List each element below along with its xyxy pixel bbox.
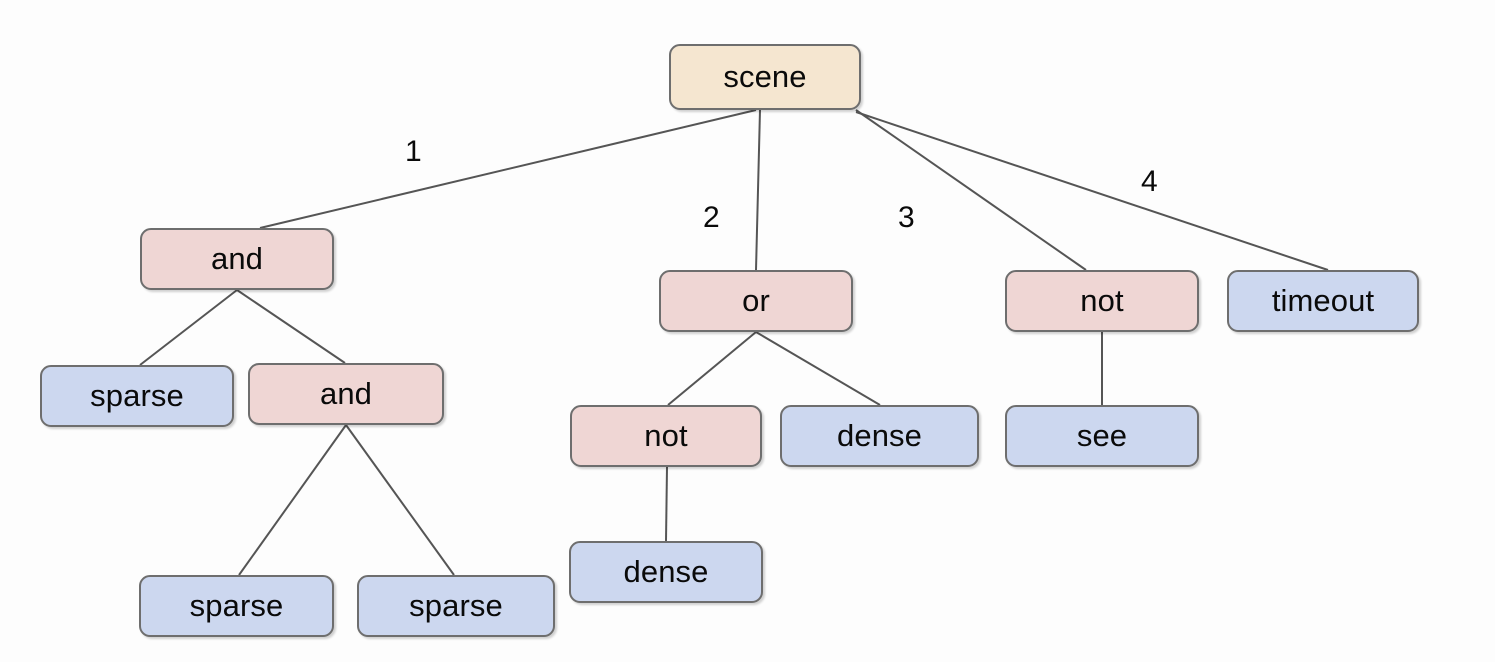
edge-label-3: 3 (898, 201, 915, 234)
edge-label-2: 2 (703, 201, 720, 234)
tree-node-see1[interactable]: see (1005, 405, 1199, 467)
tree-node-label: timeout (1271, 282, 1375, 318)
tree-edge (667, 331, 757, 406)
tree-node-label: and (210, 240, 264, 276)
tree-edge (755, 109, 761, 271)
tree-node-dense1[interactable]: dense (780, 405, 979, 467)
tree-edge (755, 331, 881, 406)
tree-edge (855, 109, 1087, 271)
tree-node-label: or (742, 282, 770, 318)
tree-node-sparse2[interactable]: sparse (139, 575, 334, 637)
tree-node-label: not (1080, 282, 1124, 318)
tree-node-label: and (319, 375, 373, 411)
tree-edge (139, 289, 238, 366)
tree-edge (665, 466, 668, 542)
edge-label-4: 4 (1141, 165, 1158, 198)
tree-node-sparse3[interactable]: sparse (357, 575, 555, 637)
tree-node-timeout1[interactable]: timeout (1227, 270, 1419, 332)
tree-node-label: not (644, 417, 688, 453)
tree-edge (259, 109, 757, 229)
tree-edge (855, 111, 1329, 271)
tree-node-not2[interactable]: not (1005, 270, 1199, 332)
tree-node-or1[interactable]: or (659, 270, 853, 332)
tree-node-scene[interactable]: scene (669, 44, 861, 110)
tree-node-and2[interactable]: and (248, 363, 444, 425)
tree-node-label: sparse (409, 587, 503, 623)
tree-node-label: see (1076, 417, 1128, 453)
tree-edge (238, 424, 347, 576)
tree-node-label: sparse (189, 587, 284, 623)
tree-node-label: scene (723, 58, 807, 94)
tree-edge (236, 289, 346, 364)
tree-node-and1[interactable]: and (140, 228, 334, 290)
tree-node-label: dense (623, 553, 709, 589)
tree-node-label: dense (837, 417, 922, 453)
tree-edge (345, 424, 455, 576)
tree-node-sparse1[interactable]: sparse (40, 365, 234, 427)
tree-node-label: sparse (90, 377, 184, 413)
tree-node-dense2[interactable]: dense (569, 541, 763, 603)
tree-node-not1[interactable]: not (570, 405, 762, 467)
edge-label-1: 1 (405, 135, 422, 168)
